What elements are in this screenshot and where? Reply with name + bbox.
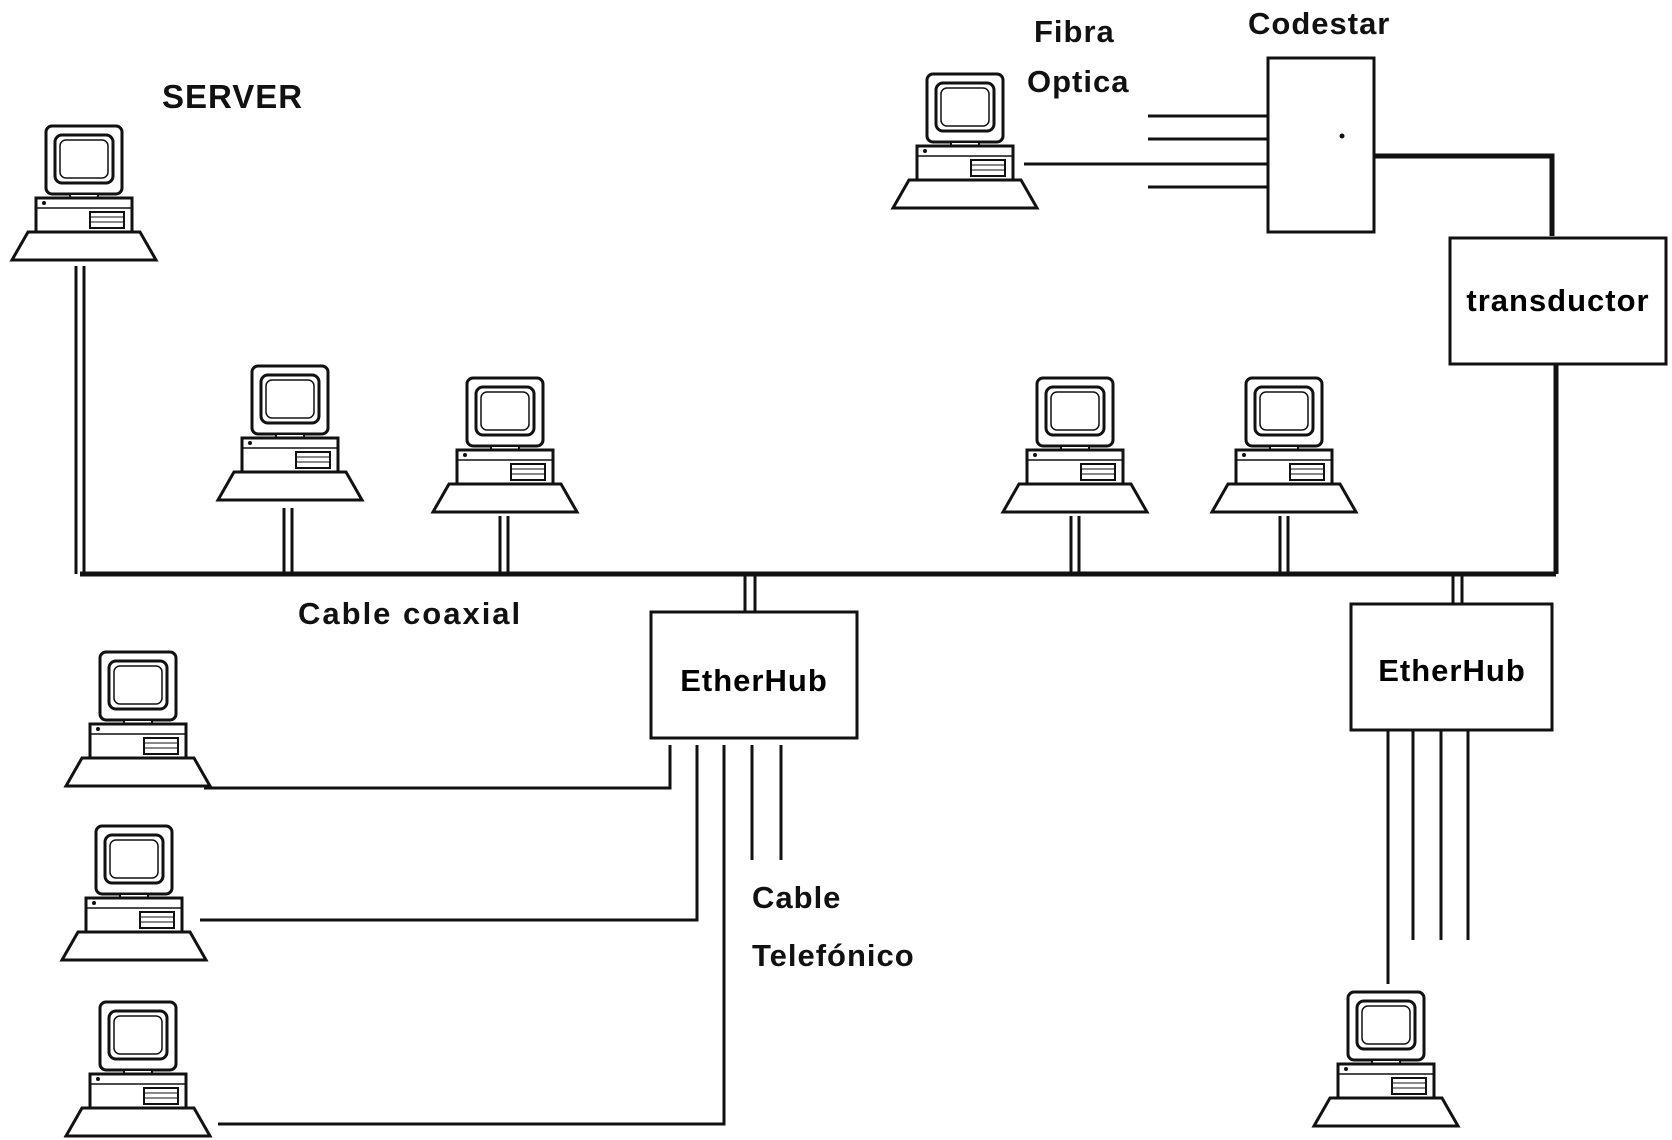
etherhub-right-label: EtherHub [1378,653,1526,688]
telephone-line [218,745,724,1124]
server-computer-icon [12,126,156,260]
workstation-computer-icon [1212,378,1356,512]
telephone-line [204,745,670,788]
workstation-computer-icon [1003,378,1147,512]
transductor-label: transductor [1466,283,1649,318]
codestar-label: Codestar [1248,6,1390,42]
optica-label: Optica [1027,64,1129,100]
fibra-label: Fibra [1034,14,1115,50]
cable-label: Cable [752,880,841,916]
workstation-computer-icon [1314,992,1458,1126]
workstation-computer-icon [66,652,210,786]
workstation-computer-icon [218,366,362,500]
fiber-computer-icon [893,74,1037,208]
codestar-link-line [1374,156,1552,236]
workstation-computer-icon [62,826,206,960]
etherhub-right-box: EtherHub [1351,604,1552,730]
server-label: SERVER [162,78,303,116]
etherhub-left-box: EtherHub [651,612,857,738]
etherhub-left-label: EtherHub [680,663,828,698]
telephone-line [200,745,697,920]
workstation-computer-icon [66,1002,210,1136]
cable-coaxial-label: Cable coaxial [298,596,522,632]
telefonico-label: Telefónico [752,938,915,974]
transductor-box: transductor [1450,238,1666,364]
codestar-box [1268,58,1374,232]
workstation-computer-icon [433,378,577,512]
